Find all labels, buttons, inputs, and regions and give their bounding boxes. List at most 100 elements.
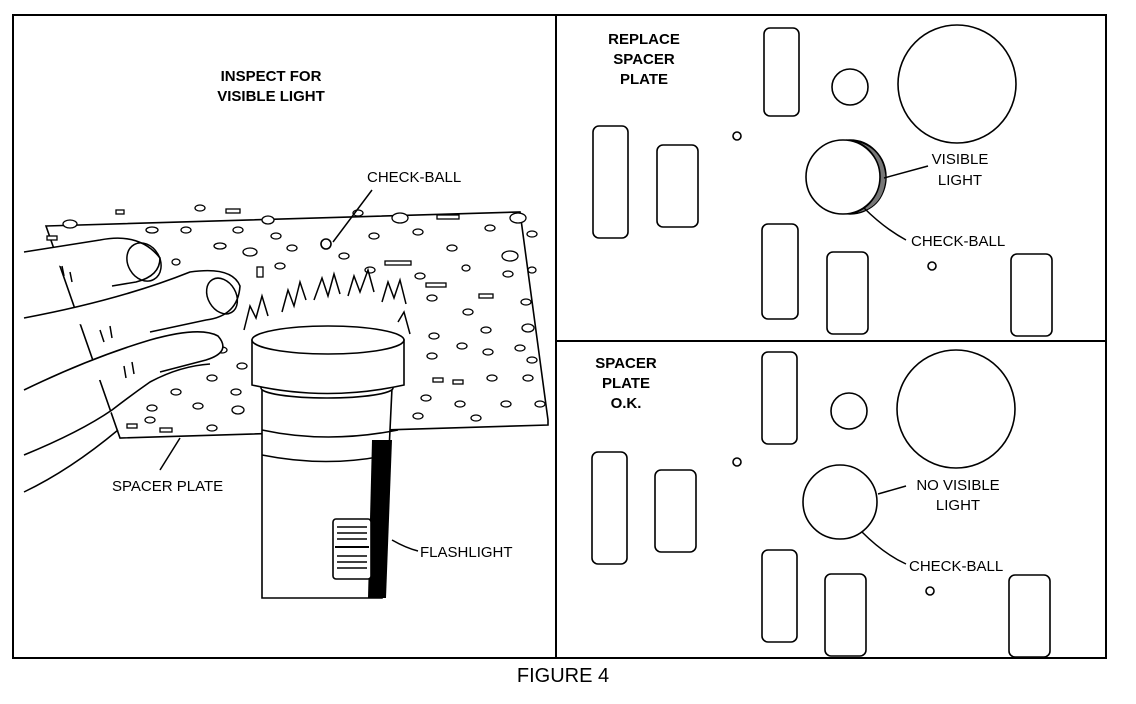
plate-small-hole (831, 68, 869, 106)
left-panel: INSPECT FOR VISIBLE LIGHT (23, 68, 549, 599)
plate-perforation (462, 308, 474, 316)
plate-perforation (206, 424, 218, 432)
plate-slot (654, 469, 697, 553)
plate-pin-hole (732, 457, 742, 467)
plate-slot (763, 27, 800, 117)
no-visible-light-line2: LIGHT (936, 497, 980, 514)
hand (23, 237, 241, 493)
plate-perforation (478, 293, 494, 299)
plate-perforation (115, 209, 125, 215)
top-right-panel: REPLACE SPACER PLATE VISIBLE LIGHT CHECK… (592, 24, 1053, 337)
plate-perforation (500, 400, 512, 408)
plate-perforation (62, 219, 78, 229)
check-ball-with-visible-light (805, 139, 887, 215)
spacer-plate-leader (159, 437, 181, 471)
ok-title-line2: PLATE (602, 375, 650, 392)
plate-perforation (527, 266, 537, 274)
flashlight (251, 325, 405, 599)
plate-perforation (126, 423, 138, 429)
plate-slot (824, 573, 867, 657)
plate-slot (592, 125, 629, 239)
plate-perforation (231, 405, 245, 415)
plate-perforation (484, 224, 496, 232)
bottom-check-ball-label: CHECK-BALL (909, 558, 1003, 575)
plate-perforation (391, 212, 409, 224)
plate-slot (656, 144, 699, 228)
plate-perforation (256, 266, 264, 278)
plate-perforation (338, 252, 350, 260)
plate-perforation (230, 388, 242, 396)
plate-pin-hole (732, 131, 742, 141)
plate-perforation (384, 260, 412, 266)
left-check-ball-label: CHECK-BALL (367, 169, 461, 186)
bottom-right-panel: SPACER PLATE O.K. NO VISIBLE LIGHT CHECK… (591, 349, 1051, 658)
plate-perforation (420, 394, 432, 402)
plate-perforation (426, 294, 438, 302)
plate-perforation (170, 388, 182, 396)
plate-perforation (412, 412, 424, 420)
plate-perforation (501, 250, 519, 262)
plate-perforation (159, 427, 173, 433)
top-check-ball-leader (863, 207, 907, 241)
plate-perforation (368, 232, 380, 240)
plate-perforation (274, 262, 286, 270)
plate-perforation (446, 244, 458, 252)
plate-slot (1008, 574, 1051, 658)
plate-large-hole (896, 349, 1016, 469)
plate-perforation (192, 402, 204, 410)
plate-perforation (232, 226, 244, 234)
plate-perforation (194, 204, 206, 212)
plate-perforation (486, 374, 498, 382)
plate-slot (761, 223, 799, 320)
replace-title-line1: REPLACE (608, 31, 680, 48)
plate-small-hole (830, 392, 868, 430)
plate-slot (761, 549, 798, 643)
plate-perforation (521, 323, 535, 333)
plate-perforation (426, 352, 438, 360)
no-visible-light-line1: NO VISIBLE (916, 477, 999, 494)
figure-frame (12, 14, 1107, 659)
check-ball-hole (320, 238, 332, 250)
plate-perforation (461, 264, 471, 272)
plate-perforation (144, 416, 156, 424)
plate-perforation (482, 348, 494, 356)
left-title-line1: INSPECT FOR (221, 68, 322, 85)
replace-title-line2: SPACER (613, 51, 675, 68)
plate-perforation (520, 298, 532, 306)
plate-slot (761, 351, 798, 445)
plate-perforation (180, 226, 192, 234)
no-visible-light-leader (877, 485, 907, 495)
ok-title-line1: SPACER (595, 355, 657, 372)
flashlight-switch (332, 518, 372, 580)
check-ball-leader (332, 189, 373, 243)
plate-perforation (242, 247, 258, 257)
plate-pin-hole (927, 261, 937, 271)
flashlight-leader (391, 539, 419, 552)
visible-light-line1: VISIBLE (932, 151, 989, 168)
plate-perforation (454, 400, 466, 408)
plate-perforation (425, 282, 447, 288)
bottom-check-ball-leader (861, 531, 907, 565)
plate-perforation (213, 242, 227, 250)
plate-perforation (514, 344, 526, 352)
plate-perforation (428, 332, 440, 340)
plate-perforation (171, 258, 181, 266)
plate-perforation (414, 272, 426, 280)
plate-perforation (526, 230, 538, 238)
ok-title-line3: O.K. (611, 395, 642, 412)
plate-perforation (509, 212, 527, 224)
plate-perforation (146, 404, 158, 412)
plate-perforation (270, 232, 282, 240)
plate-perforation (480, 326, 492, 334)
spacer-plate-holes (46, 204, 546, 433)
plate-perforation (502, 270, 514, 278)
plate-slot (1010, 253, 1053, 337)
replace-title-line3: PLATE (620, 71, 668, 88)
plate-perforation (432, 377, 444, 383)
plate-perforation (470, 414, 482, 422)
plate-perforation (46, 235, 58, 241)
visible-light-line2: LIGHT (938, 172, 982, 189)
left-title-line2: VISIBLE LIGHT (217, 88, 325, 105)
plate-slot (591, 451, 628, 565)
spacer-plate-label: SPACER PLATE (112, 478, 223, 495)
